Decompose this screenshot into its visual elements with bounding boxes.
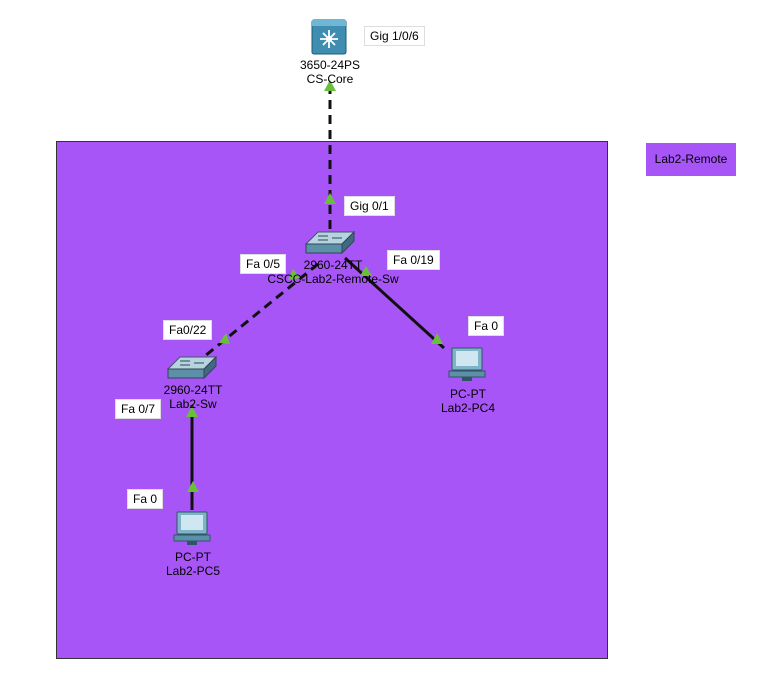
link-endpoint-arrow (187, 481, 199, 492)
cluster-label: Lab2-Remote (646, 143, 736, 176)
switch-icon[interactable] (166, 355, 218, 380)
port-label-pc5-fa0: Fa 0 (127, 489, 164, 509)
port-label-remote-fa5: Fa 0/5 (240, 254, 287, 274)
port-label-lab2-fa22: Fa0/22 (163, 320, 213, 340)
device-model: 2960-24TT (303, 258, 363, 272)
pc-icon[interactable] (173, 511, 211, 545)
device-model: 3650-24PS (299, 58, 361, 72)
link-endpoint-arrow (431, 333, 443, 344)
device-model: PC-PT (449, 387, 486, 401)
device-label-lab2-sw: 2960-24TT Lab2-Sw (164, 383, 223, 411)
port-label-remote-fa19: Fa 0/19 (387, 250, 440, 270)
link-endpoint-arrow (219, 333, 230, 344)
device-model: PC-PT (174, 550, 211, 564)
port-label-lab2-fa7: Fa 0/7 (115, 399, 162, 419)
link-endpoint-arrow (324, 193, 336, 204)
link-endpoint-arrow (360, 266, 372, 276)
device-name: CS-Core (306, 72, 354, 86)
pc-icon[interactable] (448, 347, 486, 381)
device-label-remote-sw: 2960-24TT CSCC-Lab2-Remote-Sw (267, 258, 398, 286)
multilayer-switch-icon[interactable] (311, 19, 347, 55)
link-endpoint-arrow (288, 269, 300, 280)
link-endpoint-arrow (324, 80, 336, 91)
device-name: Lab2-Sw (169, 397, 217, 411)
port-label-pc4-fa0: Fa 0 (468, 316, 505, 336)
link-endpoint-arrow (186, 406, 198, 417)
device-label-pc4: PC-PT Lab2-PC4 (441, 387, 495, 415)
device-name: CSCC-Lab2-Remote-Sw (267, 272, 399, 286)
device-label-core: 3650-24PS CS-Core (300, 58, 360, 86)
link-remote-lab2sw[interactable] (199, 262, 319, 362)
device-name: Lab2-PC4 (440, 401, 496, 415)
switch-icon[interactable] (304, 230, 356, 255)
port-label-core-gig: Gig 1/0/6 (364, 26, 425, 46)
device-model: 2960-24TT (163, 383, 223, 397)
device-name: Lab2-PC5 (165, 564, 221, 578)
port-label-remote-gig: Gig 0/1 (344, 196, 395, 216)
device-label-pc5: PC-PT Lab2-PC5 (166, 550, 220, 578)
link-remote-pc4[interactable] (343, 256, 446, 350)
